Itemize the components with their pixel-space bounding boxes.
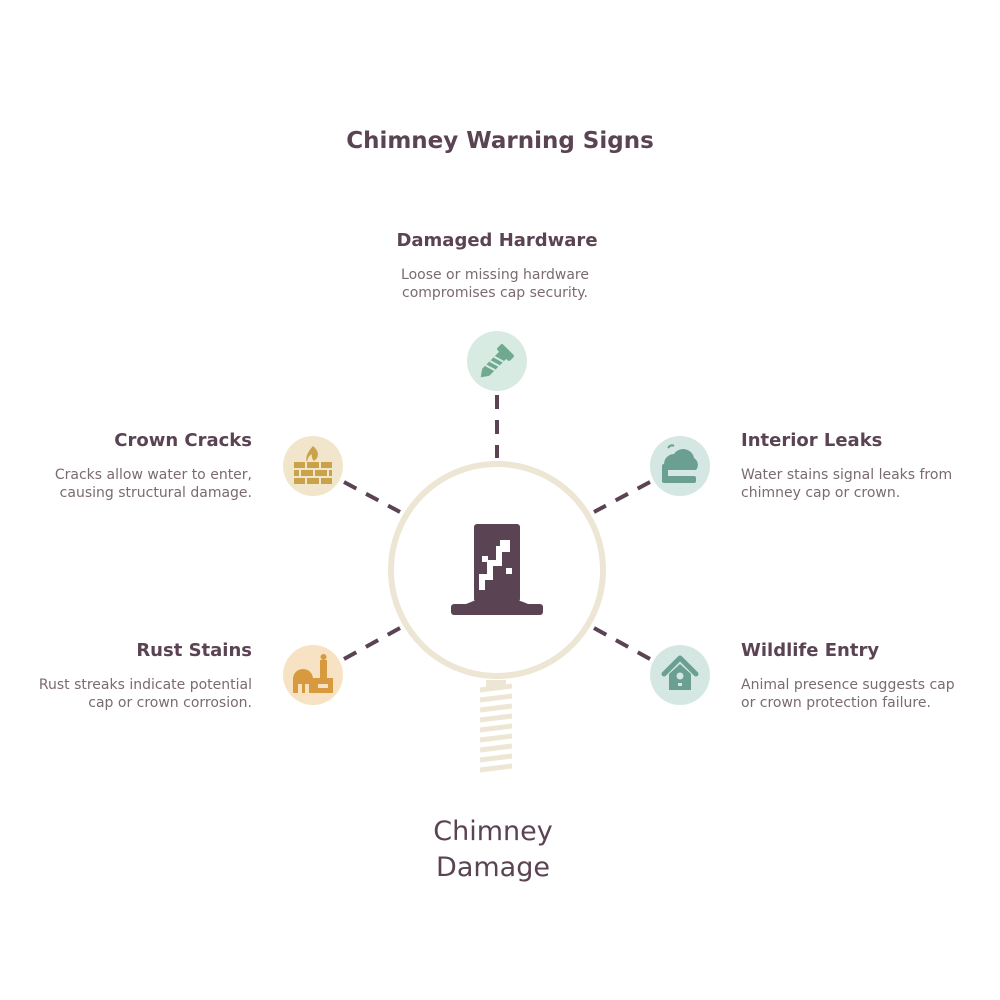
damaged-hardware-title: Damaged Hardware [396, 230, 598, 251]
damaged-hardware-desc-line1: Loose or missing hardware [401, 267, 589, 283]
interior-leaks-node [650, 436, 710, 496]
interior-leaks-desc-line1: Water stains signal leaks from [741, 467, 953, 483]
crown-cracks-node [283, 436, 343, 496]
factory-icon [293, 654, 333, 693]
brick-wall-fire-icon [294, 446, 332, 484]
crown-cracks-desc-line1: Cracks allow water to enter, [54, 467, 252, 483]
birdhouse-icon [661, 655, 699, 690]
rust-stains-title: Rust Stains [136, 640, 252, 661]
interior-leaks-desc-line2: chimney cap or crown. [741, 485, 901, 501]
rust-stains-desc-line2: cap or crown corrosion. [88, 695, 252, 711]
center-label-line1: Chimney [433, 816, 553, 847]
damaged-hardware-node [467, 331, 527, 391]
damaged-hardware-desc-line2: compromises cap security. [402, 285, 588, 301]
screw-icon [480, 344, 514, 378]
connector-crown-cracks [343, 480, 401, 514]
crown-cracks-desc-line2: causing structural damage. [59, 485, 252, 501]
connector-wildlife-entry [593, 626, 651, 661]
connectors [343, 395, 651, 661]
crown-cracks-title: Crown Cracks [114, 430, 252, 451]
center-label: Chimney Damage [0, 814, 986, 886]
page-title: Chimney Warning Signs [346, 128, 654, 154]
interior-leaks-title: Interior Leaks [741, 430, 883, 451]
chimney-icon [451, 524, 543, 615]
connector-interior-leaks [593, 480, 651, 514]
wildlife-entry-title: Wildlife Entry [741, 640, 880, 661]
wildlife-entry-desc-line2: or crown protection failure. [741, 695, 931, 711]
rust-stains-node [283, 645, 343, 705]
magnifier-handle [478, 680, 514, 773]
leaking-pipe-icon [662, 444, 698, 483]
center-label-line2: Damage [436, 852, 550, 883]
rust-stains-desc-line1: Rust streaks indicate potential [38, 677, 252, 693]
wildlife-entry-desc-line1: Animal presence suggests cap [741, 677, 955, 693]
wildlife-entry-node [650, 645, 710, 705]
connector-rust-stains [343, 626, 401, 661]
